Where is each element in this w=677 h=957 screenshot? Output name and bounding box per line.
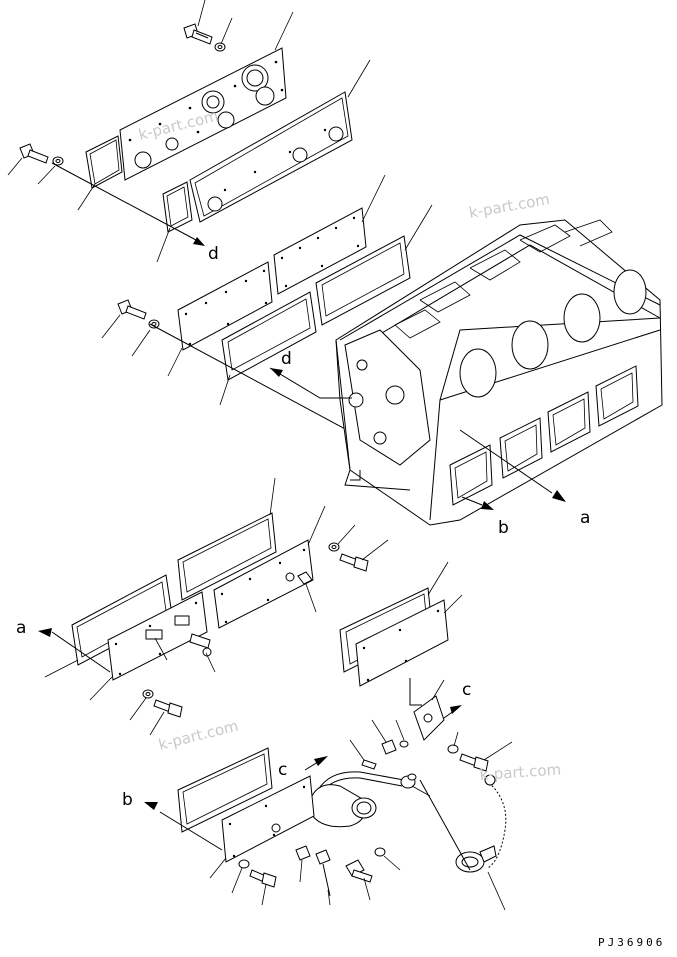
gasket-long-top xyxy=(189,91,353,223)
cover-plate-bottom xyxy=(221,775,315,863)
drawing-code: PJ36906 xyxy=(598,936,665,949)
bolt-lower-left xyxy=(153,699,183,718)
cover-plate-mid-right xyxy=(273,207,367,295)
lower-left-cover-group xyxy=(38,477,389,736)
gasket-small-left xyxy=(85,135,123,189)
bore-2 xyxy=(511,320,549,370)
bore-4 xyxy=(613,269,647,315)
fitting-lower xyxy=(189,633,212,657)
top-cover-plate xyxy=(119,47,287,181)
label-a-block: a xyxy=(580,508,590,528)
nut-right xyxy=(381,739,397,755)
label-a-left: a xyxy=(16,618,26,638)
bracket-right xyxy=(413,695,445,741)
bolt-mid xyxy=(117,299,147,320)
washer-mid xyxy=(148,319,160,329)
washer-right-small xyxy=(399,740,409,748)
watermark-4: k-part.com xyxy=(479,760,562,784)
gasket-mid-left xyxy=(221,291,317,381)
side-window-2 xyxy=(499,417,543,479)
washer-bottom-left xyxy=(238,859,250,869)
elbow-housing xyxy=(309,784,377,828)
bore-3 xyxy=(563,293,601,343)
label-c-right: c xyxy=(462,680,471,700)
washer-lower-left xyxy=(142,689,154,699)
cover-plate-lower-1 xyxy=(213,539,314,629)
bolt-bottom-mid xyxy=(315,849,331,897)
label-d-block: d xyxy=(281,349,292,369)
washer-lower-right xyxy=(328,542,340,552)
side-window-3 xyxy=(547,391,591,453)
engine-block xyxy=(269,219,663,526)
washer-right-bolt xyxy=(447,744,459,754)
bolt-top xyxy=(183,23,213,45)
sensor-cable xyxy=(484,774,507,869)
bottom-cover-group xyxy=(144,747,401,906)
bore-1 xyxy=(459,348,497,398)
label-c-left: c xyxy=(278,760,287,780)
watermark-3: k-part.com xyxy=(157,717,241,754)
plug-bottom xyxy=(295,845,311,861)
middle-cover-group xyxy=(101,174,441,481)
bolt-lower-right xyxy=(339,553,369,572)
right-cover-group xyxy=(304,561,513,911)
watermark-2: k-part.com xyxy=(468,190,552,222)
bolt-left-top xyxy=(19,143,49,164)
gasket-lower-1 xyxy=(177,512,277,601)
washer-left-top xyxy=(52,156,64,166)
label-b-block: b xyxy=(498,518,509,538)
cover-plate-mid-left xyxy=(177,261,273,351)
cover-plate-right xyxy=(355,599,449,687)
bolt-bottom-left xyxy=(249,869,277,888)
washer-bottom-right xyxy=(374,847,386,857)
bolt-small-c xyxy=(361,759,377,770)
cover-plate-lower-2 xyxy=(107,591,208,681)
side-window-1 xyxy=(449,444,493,506)
sensor-connector xyxy=(455,845,497,873)
side-window-4 xyxy=(595,365,639,427)
plug-lower xyxy=(297,571,313,585)
gasket-mid-right xyxy=(315,235,411,326)
top-cover-group xyxy=(7,0,371,263)
gasket-bottom xyxy=(177,747,273,833)
gasket-small-square xyxy=(162,181,193,233)
label-d-top: d xyxy=(208,244,219,264)
label-b-left: b xyxy=(122,790,133,810)
bolt-bottom-right xyxy=(345,859,373,883)
washer-top xyxy=(214,42,226,52)
